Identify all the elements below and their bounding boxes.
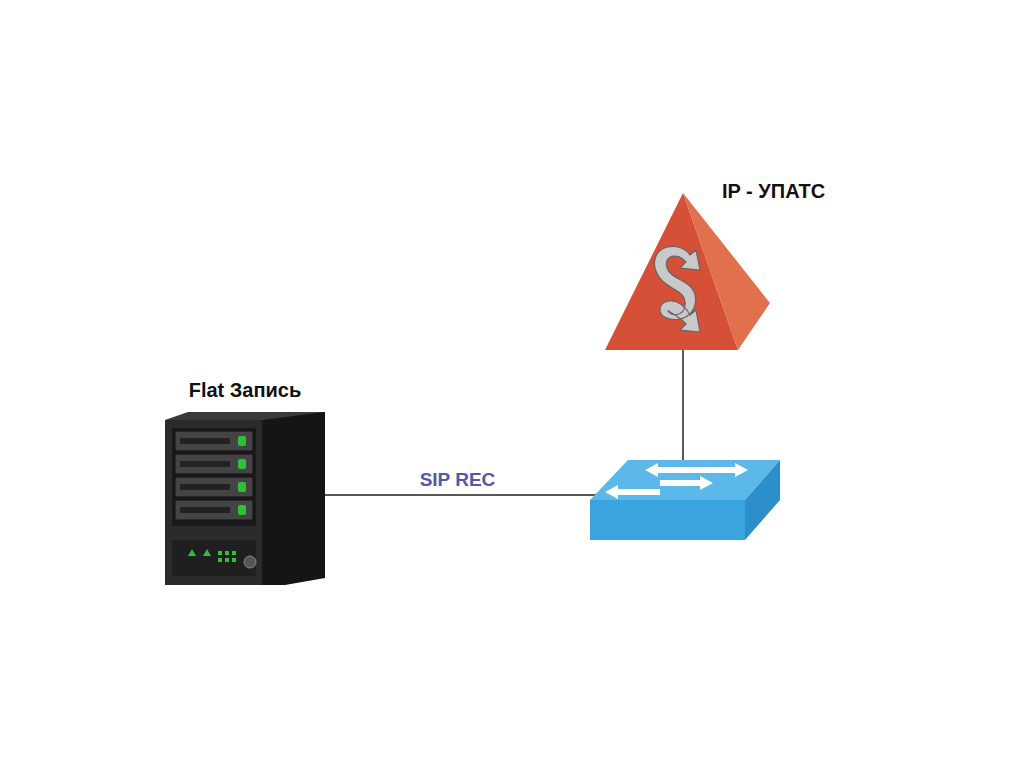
server-icon [165, 412, 325, 585]
node-label: Flat Запись [189, 378, 302, 402]
recorder-server: Flat Запись [165, 378, 325, 585]
node-label: IP - УПАТС [722, 179, 825, 203]
network-switch [590, 460, 780, 540]
pbx-pyramid [605, 193, 770, 350]
link-label: SIP REC [417, 469, 499, 491]
ip-pbx: IP - УПАТС [600, 175, 865, 350]
